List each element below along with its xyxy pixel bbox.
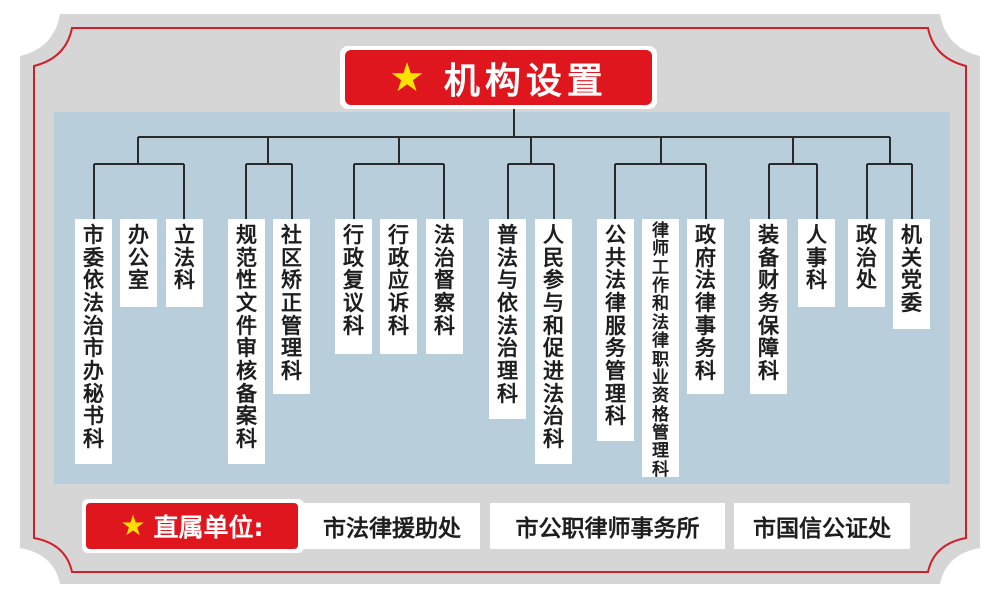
unit-name: 人民参与和促进法治科 bbox=[543, 223, 564, 452]
unit-name: 机关党委 bbox=[901, 223, 922, 316]
unit-box: 立法科 bbox=[166, 219, 203, 307]
unit-box: 装备财务保障科 bbox=[750, 219, 787, 394]
unit-box: 规范性文件审核备案科 bbox=[228, 219, 265, 464]
unit-box: 行政应诉科 bbox=[380, 219, 417, 354]
unit-name: 人事科 bbox=[806, 223, 827, 293]
unit-box: 人事科 bbox=[798, 219, 835, 307]
direct-label-text: 直属单位: bbox=[153, 513, 264, 542]
unit-name: 行政复议科 bbox=[343, 223, 364, 338]
direct-unit-name: 市国信公证处 bbox=[753, 516, 891, 542]
unit-box: 律师工作和法律职业资格管理科 bbox=[642, 219, 679, 480]
unit-name: 政治处 bbox=[856, 223, 877, 293]
star-icon: ★ bbox=[120, 509, 146, 542]
page-title: 机构设置 bbox=[443, 60, 608, 102]
inner-frame-line bbox=[33, 27, 967, 573]
unit-box: 办公室 bbox=[120, 219, 157, 307]
unit-box: 行政复议科 bbox=[335, 219, 372, 354]
unit-name: 立法科 bbox=[174, 223, 195, 293]
unit-name: 公共法律服务管理科 bbox=[605, 223, 626, 429]
star-icon: ★ bbox=[389, 54, 430, 101]
direct-unit-name: 市公职律师事务所 bbox=[515, 516, 700, 542]
unit-name: 行政应诉科 bbox=[388, 223, 409, 338]
unit-box: 政府法律事务科 bbox=[687, 219, 724, 394]
direct-unit-box: 市法律援助处 bbox=[304, 503, 480, 549]
unit-name: 普法与依法治理科 bbox=[497, 223, 518, 406]
unit-name: 装备财务保障科 bbox=[758, 223, 779, 384]
direct-unit-box: 市公职律师事务所 bbox=[490, 503, 725, 549]
unit-name: 政府法律事务科 bbox=[695, 223, 716, 384]
unit-name: 法治督察科 bbox=[434, 223, 455, 338]
direct-unit-name: 市法律援助处 bbox=[323, 516, 461, 542]
connector-lines bbox=[93, 105, 913, 219]
unit-name: 市委依法治市办秘书科 bbox=[83, 223, 104, 452]
unit-name: 规范性文件审核备案科 bbox=[236, 223, 257, 452]
unit-box: 人民参与和促进法治科 bbox=[535, 219, 572, 464]
unit-box: 普法与依法治理科 bbox=[489, 219, 526, 419]
unit-box: 市委依法治市办秘书科 bbox=[75, 219, 112, 464]
unit-box: 机关党委 bbox=[893, 219, 930, 329]
unit-name: 律师工作和法律职业资格管理科 bbox=[652, 221, 669, 480]
direct-unit-box: 市国信公证处 bbox=[734, 503, 910, 549]
unit-name: 社区矫正管理科 bbox=[281, 223, 302, 384]
unit-box: 法治督察科 bbox=[426, 219, 463, 354]
direct-units-label: ★ 直属单位: bbox=[86, 503, 298, 549]
unit-name: 办公室 bbox=[128, 223, 149, 293]
unit-box: 政治处 bbox=[848, 219, 885, 307]
unit-box: 公共法律服务管理科 bbox=[597, 219, 634, 441]
unit-box: 社区矫正管理科 bbox=[273, 219, 310, 394]
title-banner: ★ 机构设置 bbox=[345, 50, 652, 105]
